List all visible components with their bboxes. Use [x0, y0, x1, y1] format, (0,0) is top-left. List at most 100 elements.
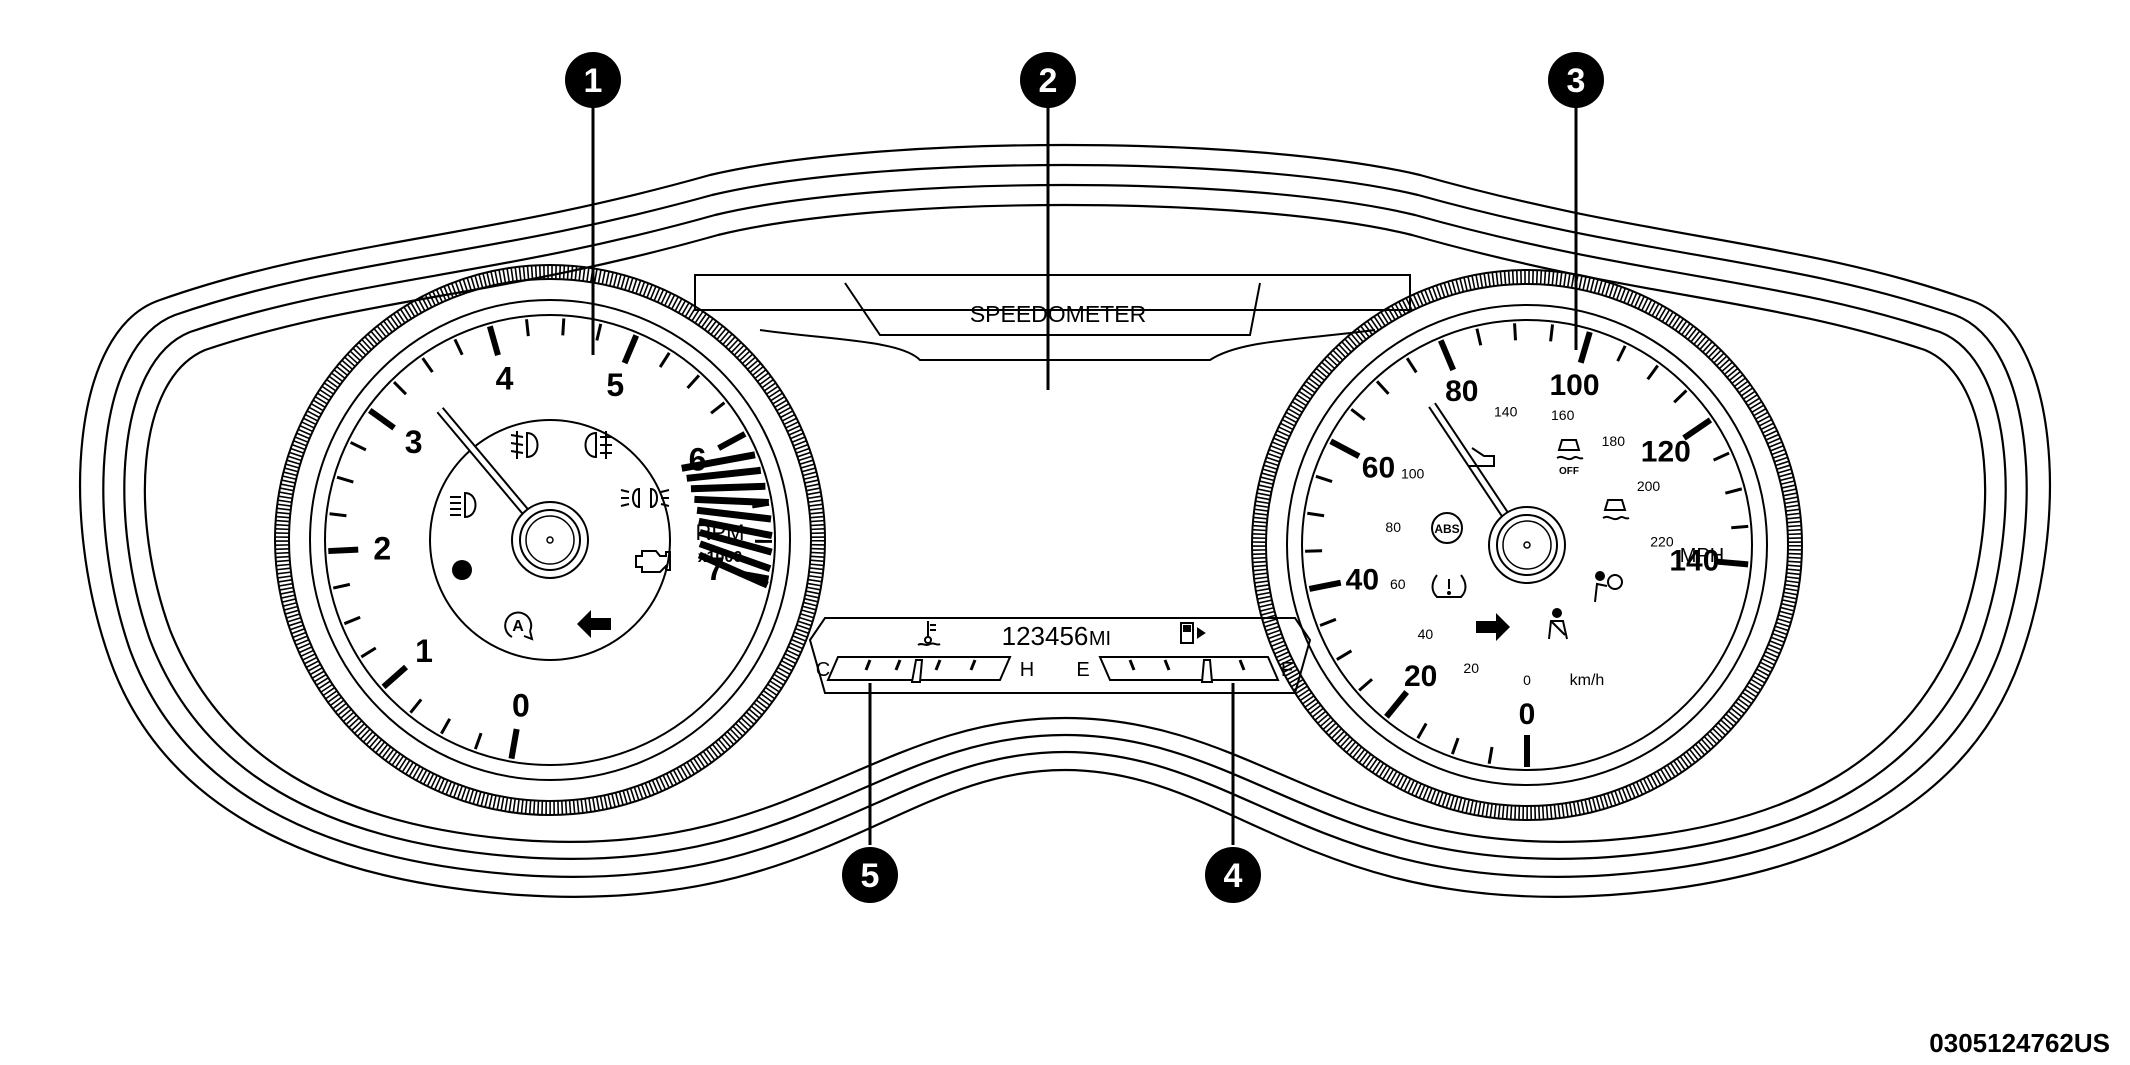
temp-gauge-pointer	[910, 659, 924, 683]
stability-control-icon	[1602, 499, 1630, 521]
speedo-tick	[1616, 345, 1627, 362]
speedo-tick	[1405, 357, 1418, 374]
speedo-tick	[1646, 364, 1659, 381]
hood-open-icon	[1468, 447, 1495, 467]
tach-unit-label: RPM	[696, 520, 745, 545]
tach-tick	[453, 338, 464, 356]
tach-knurled-bezel	[275, 265, 825, 815]
tach-number: 2	[373, 530, 391, 566]
speedo-kmh-unit: km/h	[1570, 672, 1605, 689]
speedo-tick	[1731, 524, 1749, 530]
svg-text:4: 4	[1224, 857, 1243, 895]
speedo-tick	[1712, 451, 1730, 462]
abs-icon: ABS	[1431, 512, 1463, 544]
redline-stripe	[690, 482, 766, 493]
tach-tick	[409, 698, 423, 714]
stability-control-off-icon: OFF	[1556, 439, 1584, 477]
speedo-tick	[1673, 389, 1688, 404]
tach-tick	[381, 664, 409, 690]
tach-tick	[561, 318, 566, 336]
auto-stop-start-icon: A	[504, 611, 534, 641]
speedo-kmh-number: 0	[1523, 672, 1531, 688]
speedo-tick	[1315, 474, 1333, 483]
tach-tick	[349, 441, 367, 452]
speedo-tick	[1438, 339, 1456, 372]
callout-2: 2	[1020, 52, 1076, 108]
tach-tick	[595, 323, 603, 341]
callout-3: 3	[1548, 52, 1604, 108]
tach-redline-zone	[681, 451, 773, 589]
tach-number: 0	[512, 687, 530, 723]
tach-number: 5	[606, 367, 624, 403]
redline-stripe	[698, 517, 773, 540]
redline-stripe	[697, 551, 769, 589]
redline-stripe	[698, 540, 772, 573]
part-code-label: 0305124762US	[1929, 1028, 2110, 1058]
tach-tick	[332, 582, 351, 590]
tach-multiplier-label: x1000	[698, 549, 743, 566]
speedo-tick	[1336, 649, 1353, 661]
tach-tick	[717, 431, 747, 451]
temp-gauge	[826, 656, 1012, 683]
speedo-tick	[1450, 737, 1460, 755]
speedo-kmh-number: 20	[1463, 660, 1479, 676]
redline-stripe	[698, 529, 773, 556]
cluster-housing	[78, 143, 2052, 898]
speedo-kmh-number: 200	[1637, 478, 1661, 494]
speedo-knurled-bezel	[1252, 270, 1802, 820]
svg-text:A: A	[512, 618, 524, 635]
speedo-mph-number: 80	[1445, 375, 1478, 408]
odometer-value: 123456	[1002, 621, 1089, 651]
speedo-tick	[1308, 579, 1342, 592]
speedo-tick	[1350, 408, 1366, 421]
callout-4: 4	[1205, 847, 1261, 903]
speedo-mph-number: 140	[1669, 545, 1719, 578]
right-turn-signal-icon	[1476, 613, 1510, 641]
redline-stripe	[681, 451, 756, 472]
coolant-temp-icon	[917, 621, 941, 646]
svg-text:2: 2	[1039, 62, 1058, 100]
tach-tick	[360, 646, 377, 659]
tire-pressure-icon	[1431, 574, 1467, 598]
tach-tick	[710, 401, 726, 415]
redline-stripe	[686, 466, 762, 482]
svg-text:3: 3	[1567, 62, 1586, 100]
tach-tick	[336, 475, 354, 484]
speedo-kmh-number: 40	[1418, 626, 1434, 642]
speedo-mph-number: 100	[1549, 369, 1599, 402]
tach-number: 3	[405, 424, 423, 460]
speedo-kmh-number: 180	[1602, 433, 1626, 449]
speedo-tick	[1416, 722, 1428, 740]
tach-number: 1	[415, 633, 433, 669]
high-beam-icon	[450, 491, 477, 519]
tach-number: 6	[689, 442, 707, 478]
tach-tick	[473, 732, 483, 750]
fuel-gauge-pointer	[1200, 659, 1214, 683]
svg-text:5: 5	[861, 857, 880, 895]
front-fog-light-icon	[510, 431, 539, 459]
tach-tick	[440, 718, 452, 735]
tach-tick	[343, 615, 361, 626]
parking-lights-icon	[620, 487, 670, 509]
speedo-kmh-number: 140	[1494, 404, 1518, 420]
callout-1: 1	[565, 52, 621, 108]
tach-tick	[686, 374, 701, 390]
check-engine-icon	[635, 550, 671, 573]
rear-fog-light-icon	[584, 431, 612, 459]
tach-number: 4	[496, 360, 514, 396]
speedo-tick	[1329, 438, 1361, 459]
speedo-kmh-number: 60	[1390, 576, 1406, 592]
speedo-kmh-number: 100	[1401, 465, 1425, 481]
speedo-tick	[1475, 328, 1483, 346]
tach-tick	[508, 728, 520, 760]
speedo-kmh-number: 160	[1551, 407, 1575, 423]
temp-hot-label: H	[1020, 659, 1034, 681]
speedo-mph-unit: MPH	[1680, 545, 1724, 567]
speedo-scale	[1305, 323, 1749, 767]
tach-tick	[421, 357, 434, 373]
speedo-tick	[1358, 678, 1374, 692]
tach-tick	[392, 380, 408, 396]
